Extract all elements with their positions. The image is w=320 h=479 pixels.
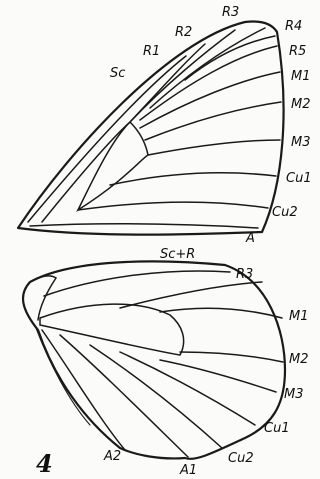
hindwing-label-r3: R3 bbox=[236, 267, 253, 282]
hindwing-vein-cu1 bbox=[120, 352, 255, 425]
hindwing-label-m3: M3 bbox=[284, 387, 304, 402]
forewing-label-r5: R5 bbox=[289, 44, 306, 59]
hindwing-label-sc-r: Sc+R bbox=[160, 247, 195, 262]
hindwing-label-cu2: Cu2 bbox=[228, 451, 254, 466]
forewing-label-m3: M3 bbox=[291, 135, 311, 150]
forewing-vein-cu1 bbox=[110, 173, 276, 185]
forewing-label-r1: R1 bbox=[143, 44, 160, 59]
hindwing-label-a2: A2 bbox=[103, 449, 121, 464]
forewing-vein-r3 bbox=[150, 28, 265, 108]
forewing-vein-m3 bbox=[148, 140, 280, 155]
forewing-label-r2: R2 bbox=[175, 25, 192, 40]
forewing-vein-cu2 bbox=[78, 202, 268, 210]
hindwing-label-cu1: Cu1 bbox=[264, 421, 290, 436]
hindwing-vein-cu2 bbox=[90, 345, 222, 448]
hindwing-vein-a2 bbox=[42, 330, 125, 450]
forewing-label-sc: Sc bbox=[110, 66, 125, 81]
hindwing-label-a1: A1 bbox=[179, 463, 197, 478]
hindwing-vein-sc-r bbox=[44, 271, 230, 296]
forewing-label-m2: M2 bbox=[291, 97, 311, 112]
forewing-vein-r5 bbox=[140, 46, 277, 120]
forewing-label-m1: M1 bbox=[291, 69, 311, 84]
forewing-vein-sc bbox=[28, 56, 186, 222]
forewing-label-r4: R4 bbox=[285, 19, 302, 34]
hindwing-vein-r3 bbox=[120, 282, 262, 308]
forewing: Sc R1 R2 R3 R4 R5 M1 M2 M3 Cu1 Cu2 A bbox=[18, 5, 312, 246]
forewing-label-cu2: Cu2 bbox=[272, 205, 298, 220]
hindwing-label-m2: M2 bbox=[289, 352, 309, 367]
hindwing-vein-m1 bbox=[160, 308, 282, 318]
forewing-vein-m2 bbox=[145, 102, 281, 140]
hindwing-vein-m2 bbox=[180, 352, 283, 362]
figure-number: 4 bbox=[36, 449, 53, 478]
forewing-vein-m1 bbox=[140, 72, 280, 128]
forewing-label-cu1: Cu1 bbox=[286, 171, 312, 186]
hindwing-vein-m3 bbox=[160, 360, 276, 392]
forewing-label-r3: R3 bbox=[222, 5, 239, 20]
forewing-label-a: A bbox=[245, 231, 255, 246]
hindwing-label-m1: M1 bbox=[289, 309, 309, 324]
hindwing: Sc+R R3 M1 M2 M3 Cu1 Cu2 A1 A2 bbox=[23, 247, 308, 478]
forewing-vein-a bbox=[30, 224, 258, 228]
